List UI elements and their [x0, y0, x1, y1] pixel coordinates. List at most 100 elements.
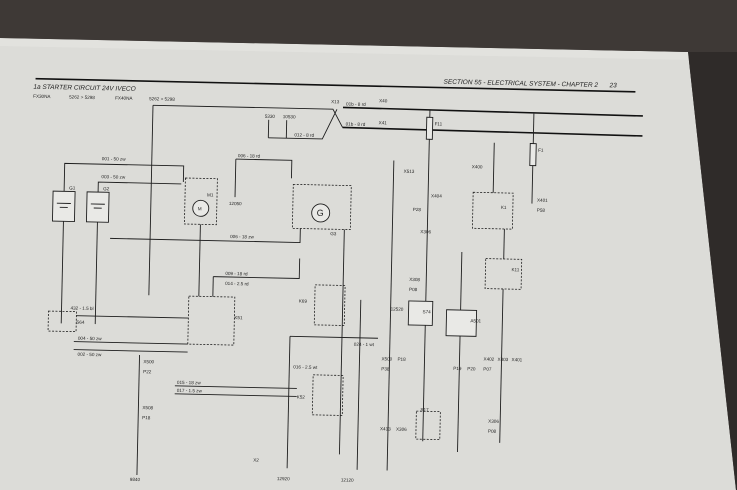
wire — [289, 335, 378, 339]
wire — [235, 158, 293, 179]
wire-label-8: 009 - 18 rd — [225, 271, 248, 276]
terminal-9840: 9840 — [130, 477, 141, 482]
connector-x402: X402 — [483, 357, 494, 362]
relay-k1-label: K1 — [501, 205, 507, 210]
fuse-f1 — [529, 143, 537, 167]
relay-k52-label: K52 — [297, 394, 306, 399]
diagram-group: SECTION 55 - ELECTRICAL SYSTEM - CHAPTER… — [33, 77, 643, 483]
wire — [73, 349, 188, 353]
photo-edge — [688, 52, 737, 490]
wire-label-3: 012 - 8 rd — [294, 132, 314, 137]
fuse-f11-label: F11 — [435, 121, 443, 126]
terminal-12050: 12050 — [229, 201, 242, 206]
relay-k52-outline — [311, 374, 344, 416]
connector-x413: X413 — [380, 426, 391, 431]
section-title: SECTION 55 - ELECTRICAL SYSTEM - CHAPTER… — [443, 79, 598, 89]
wire — [94, 222, 98, 325]
switch-s17-outline — [415, 410, 441, 441]
connector-x401-bottom: X401 — [511, 357, 522, 362]
switch-s64-outline — [47, 310, 77, 333]
header-rule — [35, 77, 636, 93]
fuse-f11 — [425, 116, 434, 140]
wire — [63, 162, 185, 192]
wire — [73, 341, 188, 345]
pin-p07: P07 — [483, 367, 492, 372]
relay-k11-label: K11 — [511, 267, 519, 272]
wire-label-1: 01b - 8 rd — [346, 101, 366, 106]
module-a501 — [445, 309, 478, 337]
battery-g2-label: G2 — [103, 186, 110, 191]
wire — [460, 252, 463, 311]
wire — [356, 299, 362, 470]
wire-label-11: 004 - 50 zw — [78, 336, 103, 342]
starter-m1-label: M1 — [207, 192, 214, 197]
wire — [286, 336, 291, 469]
starter-m1-outline — [184, 177, 218, 226]
wire — [386, 160, 395, 471]
starter-m-label: M — [198, 206, 202, 211]
wire — [76, 315, 189, 319]
model-1: FX30NA — [33, 94, 51, 99]
wire — [198, 224, 201, 297]
relay-k51-label: K51 — [234, 315, 243, 320]
connector-x306-upper: X306 — [420, 229, 431, 234]
switch-s64-label: S64 — [76, 320, 85, 325]
terminal-5330: 5330 — [265, 114, 276, 119]
wire — [338, 229, 345, 455]
bus-line-1 — [342, 106, 643, 117]
wire-label-10: 002 - 50 zw — [77, 352, 102, 358]
connector-x306-mid: X306 — [396, 427, 407, 432]
relay-k1-outline — [471, 191, 514, 230]
wire-label-5: 001 - 50 zw — [102, 156, 127, 162]
fuse-f1-label: F1 — [538, 148, 544, 153]
connector-x306-bottom: X306 — [488, 419, 499, 424]
alternator-g-label: G — [317, 208, 324, 218]
alternator-g3-outline — [291, 183, 352, 231]
wire — [499, 288, 504, 443]
switch-s74 — [407, 300, 434, 326]
connector-x400: X400 — [472, 164, 483, 169]
wire-label-6: 003 - 50 zw — [101, 174, 126, 180]
switch-s74-label: S74 — [423, 309, 432, 314]
diagram-title: 1a STARTER CIRCUIT 24V IVECO — [33, 84, 135, 93]
connector-x403: X403 — [497, 357, 508, 362]
connector-x500-mid: X500 — [381, 356, 392, 361]
wire-label-2: 01b - 8 rd — [346, 121, 366, 126]
terminal-10530: 10530 — [283, 114, 296, 119]
wire-label-7: 006 - 18 zw — [230, 234, 255, 240]
wire — [213, 258, 301, 279]
relay-k69-label: K69 — [299, 299, 308, 304]
wire — [174, 393, 297, 397]
wire — [531, 165, 534, 204]
paper-highlight — [0, 38, 690, 60]
wire — [457, 336, 461, 453]
wire-label-14: 024 - 1 wt — [354, 342, 375, 347]
terminal-12920: 12920 — [277, 476, 290, 481]
wire — [148, 105, 154, 296]
starter-motor — [192, 199, 210, 217]
wire — [136, 355, 140, 476]
pin-p19: P19 — [453, 366, 462, 371]
wire-label-15: 016 - 2.5 wt — [293, 364, 318, 370]
wire — [152, 104, 343, 128]
wire — [234, 159, 237, 198]
connector-x500-left: X500 — [143, 359, 154, 364]
battery-g1-label: G1 — [69, 185, 76, 190]
paper-page — [0, 38, 736, 490]
wire-label-13: 017 - 1.5 zw — [177, 388, 203, 394]
wire — [268, 109, 338, 140]
connector-x513-top: X513 — [404, 169, 415, 174]
pin-p58: P58 — [537, 208, 546, 213]
bus-line-2 — [342, 126, 643, 137]
wire — [110, 228, 301, 243]
module-a501-label: A501 — [470, 318, 481, 323]
pin-p20: P20 — [467, 366, 476, 371]
pin-p08-bottom: P08 — [488, 429, 497, 434]
wire — [532, 113, 535, 144]
terminal-12520: 12520 — [391, 307, 404, 312]
connector-x404: X404 — [431, 193, 442, 198]
wire — [97, 181, 182, 193]
battery-g1 — [51, 190, 76, 223]
wire — [422, 139, 430, 442]
